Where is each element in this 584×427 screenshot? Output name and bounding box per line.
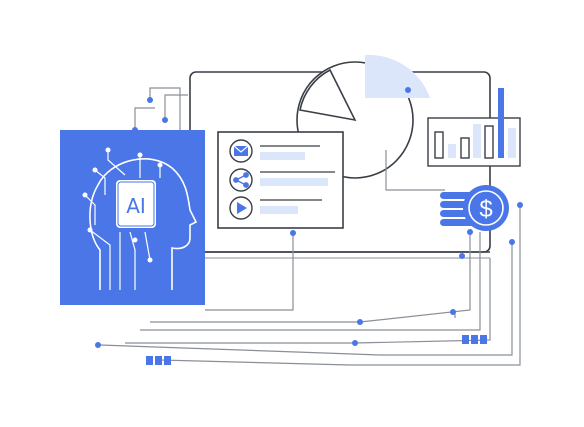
trace-top-1 — [149, 87, 181, 140]
bar-4 — [473, 124, 481, 158]
bar-2 — [448, 144, 456, 158]
share-icon — [233, 172, 249, 188]
chip-right-3 — [480, 335, 487, 344]
dot — [147, 257, 153, 263]
circuit-traces — [99, 87, 521, 366]
menu-item-mail[interactable] — [229, 139, 320, 163]
trace-right-outer — [159, 205, 521, 366]
head-trace — [89, 229, 111, 290]
dot — [137, 152, 143, 158]
pie-dot — [405, 87, 411, 93]
dot — [467, 229, 473, 235]
chip-right-2 — [471, 335, 478, 344]
head-circuit-dots — [82, 147, 163, 263]
chip-left-1 — [146, 356, 153, 365]
mail-icon — [233, 145, 249, 156]
trace-coin-down-2 — [140, 232, 481, 331]
bar-7 — [508, 128, 516, 158]
dot — [95, 342, 101, 348]
chip-blocks — [146, 335, 487, 365]
play-icon — [237, 202, 247, 214]
coin-stack: $ — [440, 185, 509, 231]
menu-item-bar — [260, 152, 305, 160]
trace-pie-coin — [385, 150, 445, 191]
head-trace — [107, 150, 126, 176]
bar-5 — [484, 125, 494, 159]
connector-dots — [95, 97, 523, 348]
pie-slice-outline — [299, 68, 357, 122]
dollar-coin-ring — [468, 190, 504, 226]
ai-chip-border — [117, 181, 155, 227]
dot — [450, 309, 456, 315]
trace-top-2 — [164, 94, 188, 120]
trace-menu-down — [205, 230, 294, 311]
ai-head-panel: AI — [60, 130, 205, 305]
dot — [459, 253, 465, 259]
trace-right-long — [99, 242, 513, 356]
head-trace — [144, 231, 151, 261]
dot — [157, 162, 163, 168]
dollar-sign: $ — [479, 196, 492, 223]
chip-left-2 — [155, 356, 162, 365]
bar-1 — [434, 131, 444, 159]
head-trace — [84, 194, 96, 225]
dot — [352, 340, 358, 346]
ai-label: AI — [126, 194, 146, 218]
chip-left-3 — [164, 356, 171, 365]
dot — [82, 192, 88, 198]
dot — [162, 117, 168, 123]
dot — [92, 167, 98, 173]
menu-item-bar — [260, 178, 328, 186]
menu-item-bar — [260, 206, 298, 214]
head-silhouette — [89, 158, 198, 290]
bar-3 — [460, 137, 470, 159]
menu-item-share[interactable] — [229, 168, 335, 192]
ai-chip — [116, 180, 156, 228]
head-circuit-lines — [84, 150, 161, 290]
chip-right-1 — [462, 335, 469, 344]
menu-card — [217, 131, 344, 229]
trace-top-3 — [134, 107, 155, 130]
bar-6-highlight — [498, 88, 504, 158]
dot — [87, 227, 93, 233]
dot — [357, 319, 363, 325]
dot — [290, 230, 296, 236]
menu-item-play[interactable] — [229, 196, 322, 220]
dot — [509, 239, 515, 245]
dot — [132, 237, 138, 243]
trace-coin-down-1 — [150, 232, 471, 323]
pie-slice-highlight — [365, 54, 430, 98]
head-trace — [94, 169, 106, 195]
head-trace — [129, 231, 136, 290]
dot — [105, 147, 111, 153]
dot — [147, 97, 153, 103]
trace-coin-down-3 — [125, 258, 491, 344]
bar-chart-card — [427, 88, 521, 167]
dot — [517, 202, 523, 208]
